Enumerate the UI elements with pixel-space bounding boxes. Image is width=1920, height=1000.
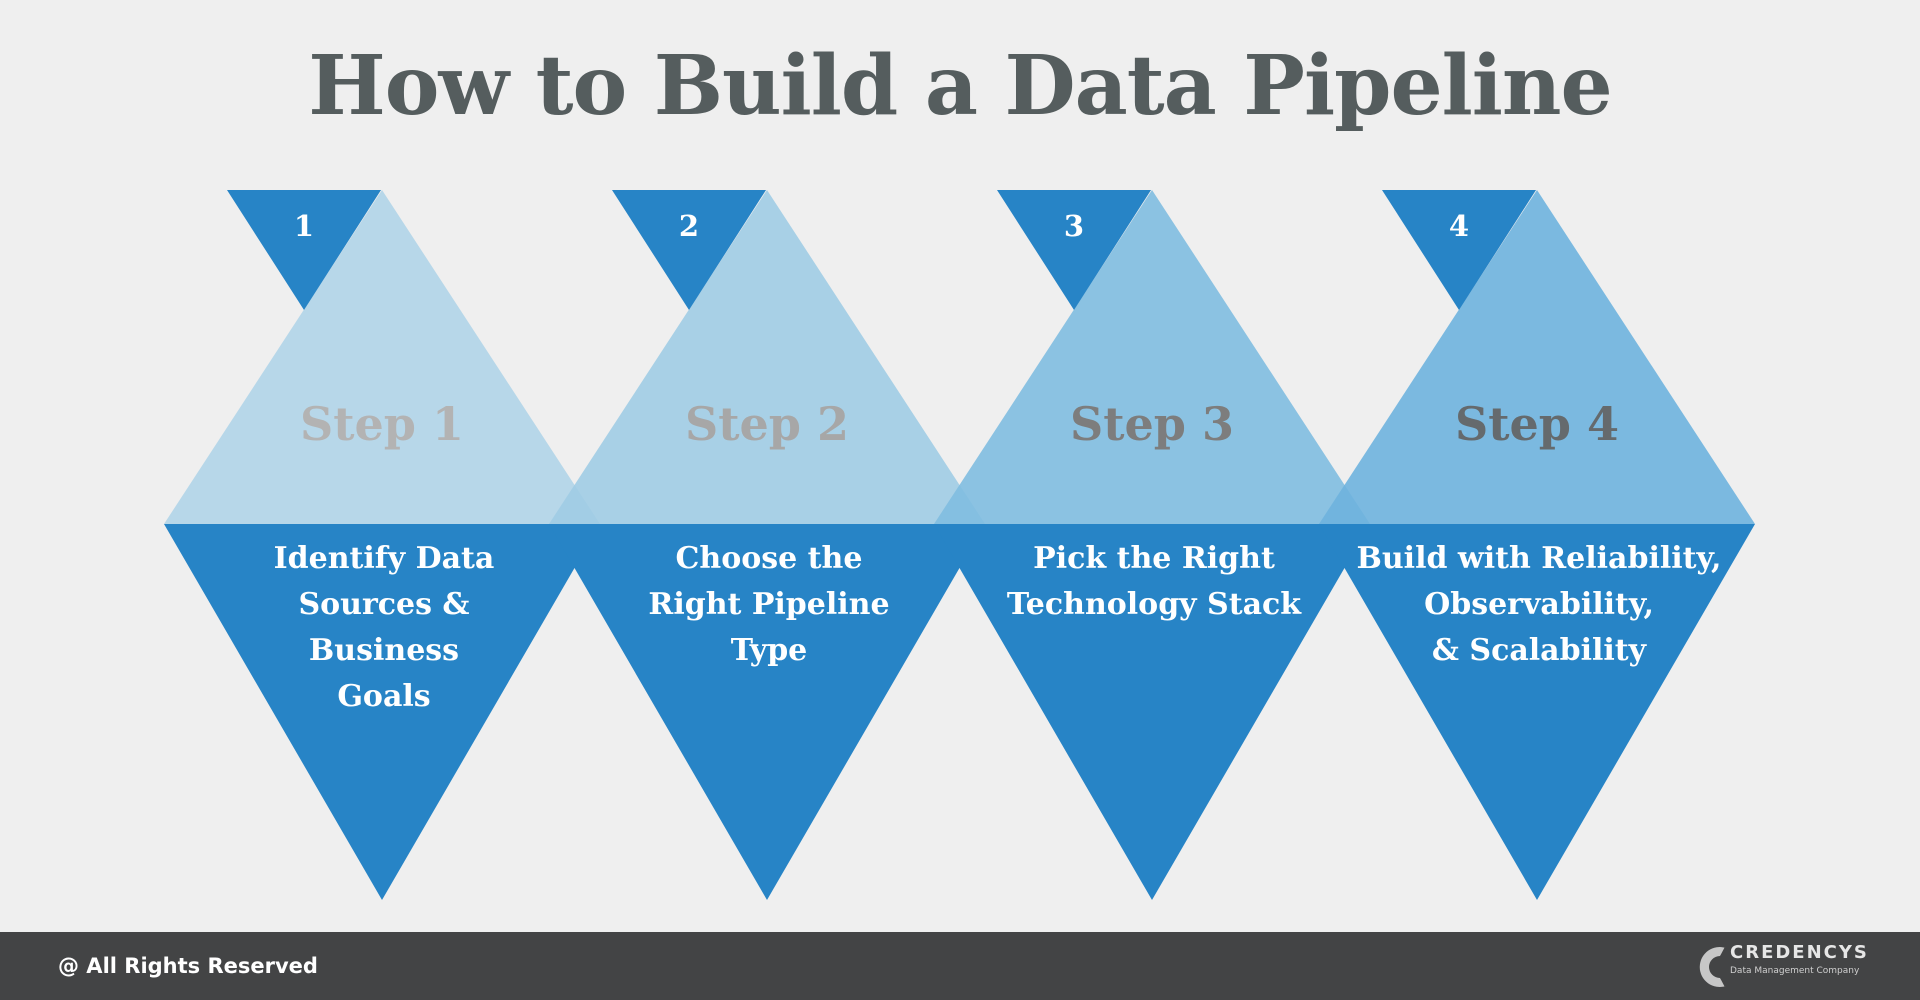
step-2-number-badge (612, 190, 766, 310)
step-1-label: Step 1 (300, 397, 464, 451)
step-1-description-line: Goals (337, 679, 430, 714)
rights-text: @ All Rights Reserved (58, 954, 318, 978)
step-3-lower-triangle (934, 524, 1370, 900)
step-4-upper-triangle (1319, 190, 1755, 524)
step-3-description-line: Pick the Right (1033, 541, 1275, 576)
step-4-lower-triangle (1319, 524, 1755, 900)
step-4-description-line: Build with Reliability, (1357, 541, 1722, 576)
step-2-lower-triangle (549, 524, 985, 900)
credencys-logo-icon (1699, 947, 1728, 987)
step-4-description-line: Observability, (1424, 587, 1654, 622)
step-1-upper-triangle (164, 190, 600, 524)
step-1-description-line: Business (309, 633, 459, 668)
step-3-description-line: Technology Stack (1007, 587, 1302, 622)
step-4-number-badge (1382, 190, 1536, 310)
step-3-upper-triangle (934, 190, 1370, 524)
step-4-description: Build with Reliability, Observability, & S… (1357, 541, 1722, 668)
step-2-description-line: Choose the (676, 541, 863, 576)
footer: @ All Rights Reserved CREDENCYS Data Man… (0, 932, 1920, 1000)
step-1-lower-triangle (164, 524, 600, 900)
step-4-number: 4 (1449, 209, 1469, 243)
step-1-description-line: Identify Data (274, 541, 495, 576)
step-1-number-badge (227, 190, 381, 310)
step-2-upper-triangle (549, 190, 985, 524)
brand-tagline: Data Management Company (1730, 966, 1860, 976)
step-4-label: Step 4 (1455, 397, 1619, 451)
step-2-description-line: Type (731, 633, 808, 668)
step-4-description-line: & Scalability (1432, 633, 1648, 668)
step-3-number: 3 (1064, 209, 1084, 243)
step-2-number: 2 (679, 209, 699, 243)
step-1-number: 1 (294, 209, 314, 243)
step-1-description-line: Sources & (298, 587, 469, 622)
page-title: How to Build a Data Pipeline (308, 38, 1612, 134)
step-3-number-badge (997, 190, 1151, 310)
step-3-label: Step 3 (1070, 397, 1234, 451)
brand-name: CREDENCYS (1730, 942, 1869, 963)
step-2-label: Step 2 (685, 397, 849, 451)
step-2-description-line: Right Pipeline (648, 587, 889, 622)
